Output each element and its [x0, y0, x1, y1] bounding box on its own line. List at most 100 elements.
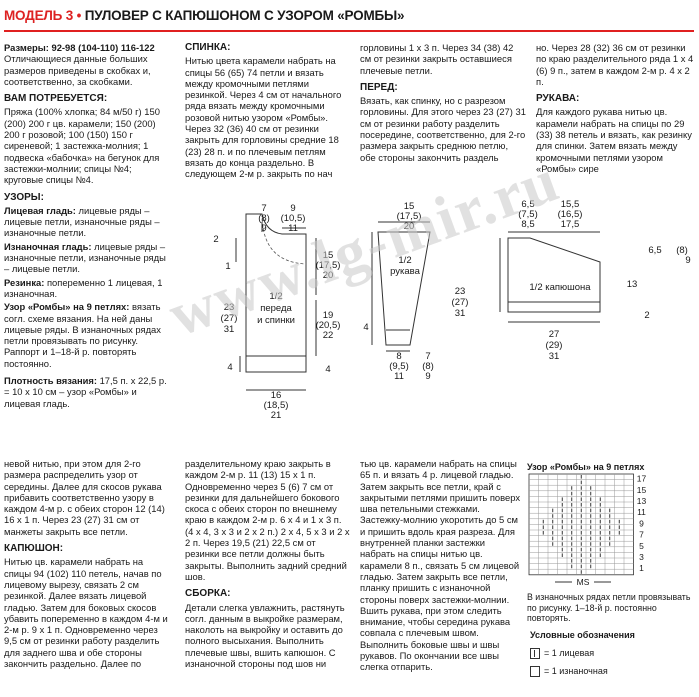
chart-title: Узор «Ромбы» на 9 петлях — [527, 462, 645, 472]
back-dim-slit-3: 31 — [224, 324, 235, 335]
hood-dim-side-3: 9 — [685, 255, 690, 266]
hood-dim-top-2: (7,5) — [518, 209, 538, 220]
column-assembly-cont: тью цв. карамели набрать на спицы 65 п. … — [360, 458, 522, 679]
chart-row-number: 1 — [639, 563, 644, 573]
sleeve-dim-length-2: (27) — [452, 297, 469, 308]
chart-row-number: 5 — [639, 541, 644, 551]
sleeve-dim-alt-2: (8) — [422, 361, 434, 372]
hood-dim-slope-2: (16,5) — [558, 209, 583, 220]
sizes-note: Отличающиеся данные больших размеров при… — [4, 53, 151, 87]
hood-dim-width-3: 31 — [549, 351, 560, 362]
hood-text-continued: разделительному краю закрыть в каждом 2-… — [185, 458, 350, 582]
front-text-continued: но. Через 28 (32) 36 см от резинки по кр… — [536, 42, 694, 87]
back-text-continued: горловины 1 х 3 п. Через 34 (38) 42 см о… — [360, 42, 514, 76]
hood-dim-top: 6,5 — [521, 199, 534, 210]
column-back: СПИНКА: Нитью цвета карамели набрать на … — [185, 42, 351, 186]
pattern-stockinette-label: Лицевая гладь: — [4, 204, 76, 216]
back-piece-label-3: и спинки — [257, 315, 295, 326]
sleeve-dim-cuff: 4 — [363, 322, 368, 333]
chart-row-number: 17 — [637, 474, 647, 484]
model-number: МОДЕЛЬ 3 — [4, 8, 74, 23]
assembly-heading: СБОРКА: — [185, 588, 231, 600]
sleeves-heading: РУКАВА: — [536, 93, 580, 105]
title-bullet: • — [76, 8, 82, 23]
back-heading: СПИНКА: — [185, 42, 231, 53]
hood-dim-rib: 2 — [644, 310, 649, 321]
back-dim-neck: 9 — [290, 203, 295, 214]
back-dim-side-3: 22 — [323, 330, 334, 341]
hood-dim-height: 13 — [627, 279, 638, 290]
patterns-heading: УЗОРЫ: — [4, 191, 44, 203]
back-dim-slit-2: (27) — [221, 313, 238, 324]
column-sleeves-hood: невой нитью, при этом для 2-го размера р… — [4, 458, 172, 675]
back-piece-label-2: переда — [260, 303, 292, 314]
materials-heading: ВАМ ПОТРЕБУЕТСЯ: — [4, 93, 108, 105]
sizes-value: 92-98 (104-110) 116-122 — [51, 42, 155, 53]
chart-grid — [528, 473, 634, 576]
sleeve-diagram — [371, 221, 431, 352]
legend-heading: Условные обозначения — [530, 630, 635, 640]
back-dim-shoulder: 7 — [261, 203, 266, 214]
chart-row-number: 9 — [639, 518, 644, 528]
back-dim-neckdepth-1: 1 — [225, 261, 230, 272]
chart-ms-label: MS — [577, 577, 590, 587]
sleeve-dim-top-3: 20 — [404, 221, 415, 232]
hood-dim-side: 6,5 — [648, 245, 661, 256]
legend-purl: = 1 изнаночная — [530, 666, 608, 678]
hood-text: Нитью цв. карамели набрать на спицы 94 (… — [4, 556, 168, 670]
back-dim-side-2: (20,5) — [316, 320, 341, 331]
model-name: ПУЛОВЕР С КАПЮШОНОМ С УЗОРОМ «РОМБЫ» — [84, 8, 405, 23]
pattern-diagrams: 7 (8) 9 9 (10,5) 11 2 1 15 (17,5) 20 19 … — [213, 199, 690, 421]
pattern-stockinette-text: лицевые ряды – лицевые петли, изнаночные… — [4, 204, 160, 239]
back-front-diagram — [235, 213, 317, 391]
column-sleeves: но. Через 28 (32) 36 см от резинки по кр… — [536, 42, 696, 180]
page-title: МОДЕЛЬ 3 • ПУЛОВЕР С КАПЮШОНОМ С УЗОРОМ … — [4, 8, 694, 23]
sleeve-dim-cuffwidth-2: (9,5) — [389, 361, 409, 372]
back-dim-width: 16 — [271, 390, 282, 401]
hood-dim-top-3: 8,5 — [521, 219, 534, 230]
sleeve-dim-top-2: (17,5) — [397, 211, 422, 222]
sleeve-dim-length: 23 — [455, 286, 466, 297]
sleeve-dim-length-3: 31 — [455, 308, 466, 319]
sleeve-piece-label: 1/2 — [398, 255, 411, 266]
chart-note: В изнаночных рядах петли провязывать по … — [527, 592, 691, 623]
legend-knit-text: = 1 лицевая — [544, 648, 595, 658]
back-outline — [245, 213, 307, 373]
sleeve-dim-alt: 7 — [425, 351, 430, 362]
pattern-diamonds-text: вязать согл. схеме вязания. На ней даны … — [4, 301, 161, 369]
pattern-reverse-text: лицевые ряды – изнаночные петли, изнаноч… — [4, 240, 166, 275]
sizes-label: Размеры: — [4, 42, 49, 53]
assembly-text-continued: тью цв. карамели набрать на спицы 65 п. … — [360, 458, 521, 673]
back-dim-width-2: (18,5) — [264, 400, 289, 411]
gauge-label: Плотность вязания: — [4, 375, 97, 387]
sleeve-outline — [377, 231, 431, 346]
front-neckline — [261, 213, 307, 265]
back-dim-neckdepth-2: 2 — [213, 234, 218, 245]
title-rule — [4, 30, 694, 32]
chart-frame — [528, 473, 634, 576]
column-hood-assembly: разделительному краю закрыть в каждом 2-… — [185, 458, 351, 675]
back-dim-width-3: 21 — [271, 410, 282, 421]
pattern-rib-label: Резинка: — [4, 276, 45, 288]
materials-text: Пряжа (100% хлопка; 84 м/50 г) 150 (200)… — [4, 106, 160, 186]
sleeve-dim-cuffwidth: 8 — [396, 351, 401, 362]
front-heading: ПЕРЕД: — [360, 81, 398, 93]
sleeve-piece-label-2: рукава — [390, 266, 421, 277]
back-piece-label: 1/2 — [269, 291, 282, 302]
hood-dim-width-2: (29) — [546, 340, 563, 351]
back-dim-rib-right: 4 — [325, 364, 330, 375]
knit-symbol-icon — [530, 648, 540, 660]
pattern-diamonds-label: Узор «Ромбы» на 9 петлях: — [4, 301, 130, 313]
sleeves-text: Для каждого рукава нитью цв. карамели на… — [536, 106, 692, 174]
pattern-reverse-label: Изнаночная гладь: — [4, 240, 92, 252]
column-front: горловины 1 х 3 п. Через 34 (38) 42 см о… — [360, 42, 526, 169]
back-dim-armhole: 15 — [323, 250, 334, 261]
chart-row-number: 11 — [637, 507, 646, 517]
chart-row-number: 3 — [639, 552, 644, 562]
hood-piece-label: 1/2 капюшона — [529, 282, 591, 293]
back-dim-rib: 4 — [227, 362, 232, 373]
back-dim-armhole-2: (17,5) — [316, 260, 341, 271]
back-dim-slit: 23 — [224, 302, 235, 313]
